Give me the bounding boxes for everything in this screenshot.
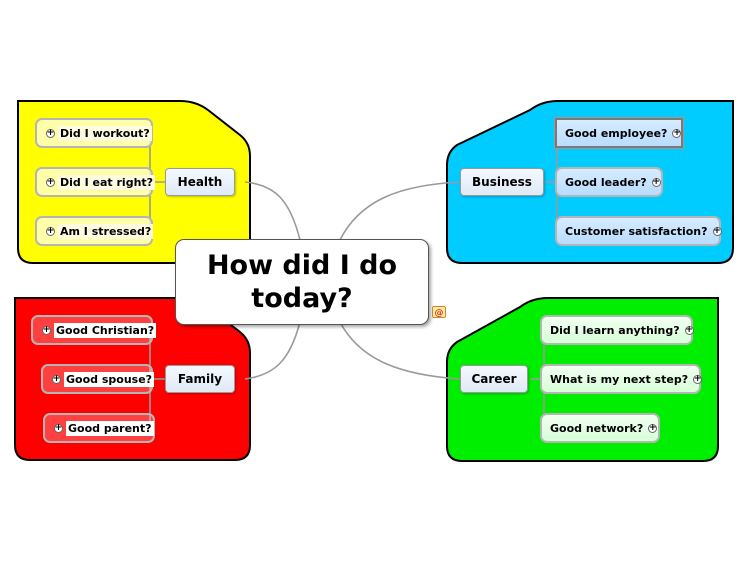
expand-plus-icon[interactable]: + bbox=[52, 373, 61, 384]
family-item[interactable]: + Good Christian? bbox=[31, 315, 157, 345]
career-item-label: Did I learn anything? bbox=[550, 323, 680, 337]
branch-health[interactable]: Health bbox=[165, 168, 235, 196]
career-item-label: Good network? bbox=[550, 421, 644, 435]
central-topic-text: How did I do today? bbox=[206, 250, 398, 314]
business-item-label: Good leader? bbox=[565, 175, 647, 189]
expand-plus-icon[interactable]: + bbox=[684, 324, 694, 335]
health-item[interactable]: + Am I stressed? bbox=[35, 216, 154, 246]
expand-plus-icon[interactable]: + bbox=[693, 373, 703, 384]
business-item-label: Customer satisfaction? bbox=[565, 224, 708, 238]
connector-business bbox=[339, 181, 461, 241]
expand-plus-icon[interactable]: + bbox=[54, 422, 63, 433]
family-item-label: Good spouse? bbox=[64, 371, 155, 387]
email-at-icon[interactable]: @ bbox=[432, 306, 446, 318]
health-item[interactable]: + Did I workout? bbox=[35, 118, 153, 148]
family-item[interactable]: + Good parent? bbox=[43, 413, 155, 443]
health-item-label: Did I workout? bbox=[58, 125, 152, 141]
family-item[interactable]: + Good spouse? bbox=[41, 364, 155, 394]
business-item[interactable]: Customer satisfaction? + bbox=[555, 216, 722, 246]
expand-plus-icon[interactable]: + bbox=[46, 225, 55, 236]
branch-career-label: Career bbox=[471, 372, 517, 386]
health-item[interactable]: + Did I eat right? bbox=[35, 167, 156, 197]
connector-health bbox=[244, 181, 301, 241]
career-item[interactable]: Did I learn anything? + bbox=[540, 315, 694, 345]
branch-business-label: Business bbox=[472, 175, 532, 189]
health-item-label: Am I stressed? bbox=[58, 223, 154, 239]
expand-plus-icon[interactable]: + bbox=[672, 127, 682, 138]
central-topic[interactable]: How did I do today? bbox=[175, 239, 429, 325]
expand-plus-icon[interactable]: + bbox=[46, 127, 55, 138]
family-item-label: Good Christian? bbox=[54, 322, 157, 338]
branch-family-label: Family bbox=[177, 372, 223, 386]
expand-plus-icon[interactable]: + bbox=[42, 324, 51, 335]
health-item-label: Did I eat right? bbox=[58, 174, 156, 190]
business-item[interactable]: Good leader? + bbox=[555, 167, 663, 197]
expand-plus-icon[interactable]: + bbox=[46, 176, 55, 187]
branch-career[interactable]: Career bbox=[460, 365, 528, 393]
connector-family bbox=[244, 321, 301, 380]
branch-health-label: Health bbox=[177, 175, 223, 189]
business-item-selected[interactable]: Good employee? + bbox=[554, 117, 684, 149]
expand-plus-icon[interactable]: + bbox=[651, 176, 661, 187]
svg-text:@: @ bbox=[435, 309, 444, 319]
family-item-label: Good parent? bbox=[66, 420, 154, 436]
branch-business[interactable]: Business bbox=[460, 168, 544, 196]
career-item-label: What is my next step? bbox=[550, 372, 689, 386]
expand-plus-icon[interactable]: + bbox=[712, 225, 722, 236]
connector-career bbox=[339, 321, 461, 380]
career-item[interactable]: What is my next step? + bbox=[540, 364, 703, 394]
business-item-label: Good employee? bbox=[565, 126, 668, 140]
expand-plus-icon[interactable]: + bbox=[648, 422, 658, 433]
branch-family[interactable]: Family bbox=[165, 365, 235, 393]
career-item[interactable]: Good network? + bbox=[540, 413, 660, 443]
